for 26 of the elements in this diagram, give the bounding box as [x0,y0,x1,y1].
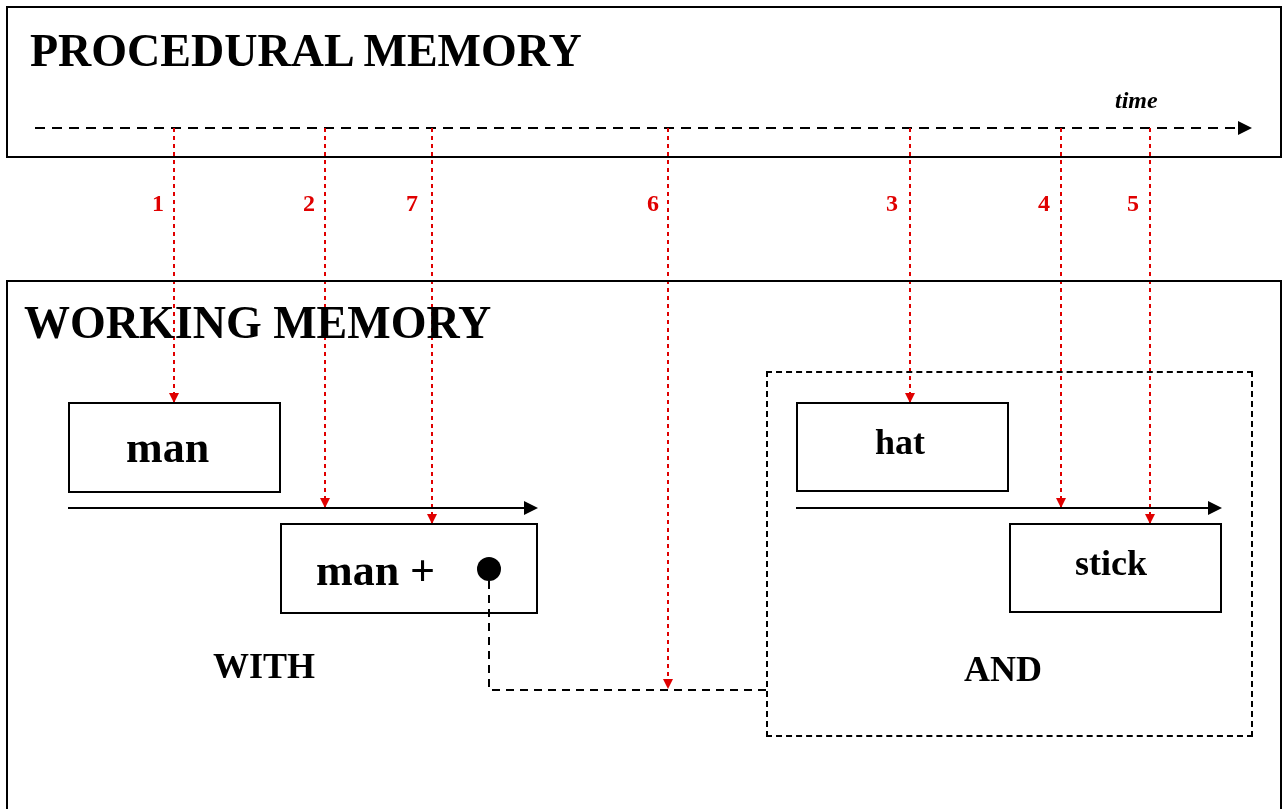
section-title: WORKING MEMORY [24,300,492,346]
axis-label: time [1115,88,1158,112]
box-label: man + [316,549,436,593]
word-box [280,523,538,614]
group-box [766,371,1253,737]
timeline-axis [68,501,538,515]
dot [477,557,501,581]
arrow [663,127,673,689]
arrow [320,127,330,508]
word-box [68,402,281,493]
memory-panel [6,6,1282,158]
box-label: man [126,426,210,470]
memory-panel [6,280,1282,809]
timeline-axis [796,501,1222,515]
arrow [1056,127,1066,508]
section-title: PROCEDURAL MEMORY [30,28,582,74]
arrow [1145,127,1155,524]
box-label: hat [875,424,925,460]
box-label: stick [1075,545,1147,581]
arrow [905,127,915,403]
group-label: AND [964,651,1042,687]
word-box [796,402,1009,492]
arrow [169,127,179,403]
word-box [1009,523,1222,613]
arrow [427,127,437,524]
group-label: WITH [213,648,316,684]
